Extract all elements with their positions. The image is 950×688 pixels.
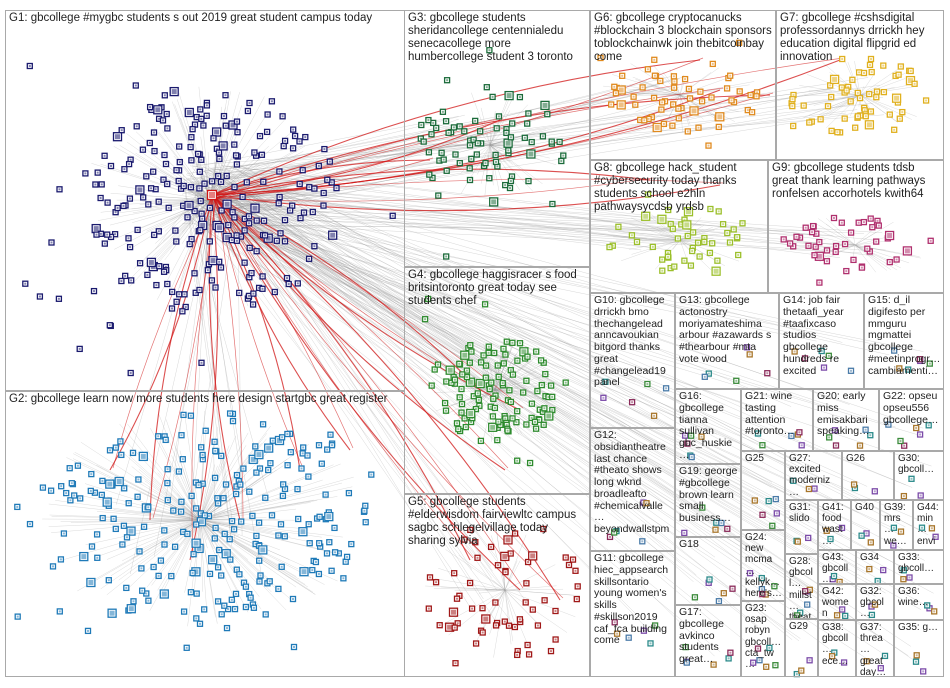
group-box-g31: G31: slido [785,500,818,554]
group-label-g26: G26 [846,453,891,464]
group-label-g23: G23: osap robyn gbcoll… cta_tw… [745,603,782,670]
group-label-g14: G14: job fair thetaafi_year #taafixcaso … [783,295,861,377]
group-label-g32: G32: gbcol… ckal… [860,586,891,620]
group-box-g42: G42: women dyk… [818,584,856,620]
group-label-g8: G8: gbcollege hack_student #cybersecurit… [594,162,765,214]
group-label-g41: G41: food wast… [822,502,848,547]
group-box-g10: G10: gbcollege drrickh bmo thechangelead… [590,293,675,428]
group-box-g11: G11: gbcollege hiec_appsearch skillsonta… [590,551,675,677]
group-box-g36: G36: wine… [894,584,944,620]
group-label-g6: G6: gbcollege cryptocanucks #blockchain … [594,12,773,64]
group-box-g12: G12: obsidiantheatre last chance #theato… [590,428,675,551]
group-box-g34: G34 [856,550,894,584]
group-box-g35: G35: g… [894,620,944,677]
group-box-g3: G3: gbcollege students sheridancollege c… [404,10,590,267]
group-box-g2: G2: gbcollege learn now more students he… [5,391,405,677]
group-box-g18: G18 [675,537,741,605]
group-box-g22: G22: opseu opseu556 gbcollege… [879,389,944,451]
group-box-g40: G40 [851,500,880,550]
group-label-g1: G1: gbcollege #mygbc students s out 2019… [9,12,402,25]
group-label-g21: G21: wine tasting attention #toronto… [745,391,810,438]
group-label-g11: G11: gbcollege hiec_appsearch skillsonta… [594,553,672,647]
group-label-g25: G25 [745,453,782,464]
group-box-g30: G30: gbcoll… [894,451,944,500]
group-box-g14: G14: job fair thetaafi_year #taafixcaso … [779,293,864,389]
group-label-g42: G42: women dyk… [822,586,853,620]
group-label-g37: G37: threa… great day… [860,622,891,677]
group-box-g20: G20: early miss emisakbari speaking… [813,389,879,451]
group-box-g38: G38: gbcoll… ece… [818,620,856,677]
group-box-g7: G7: gbcollege #cshsdigital professordann… [776,10,944,160]
group-box-g8: G8: gbcollege hack_student #cybersecurit… [590,160,768,293]
group-box-g5: G5: gbcollege students #elderwisdom fair… [404,494,590,677]
group-label-g31: G31: slido [789,502,815,524]
group-label-g29: G29 [789,621,815,632]
group-label-g7: G7: gbcollege #cshsdigital professordann… [780,12,941,64]
group-box-g37: G37: threa… great day… [856,620,894,677]
group-label-g5: G5: gbcollege students #elderwisdom fair… [408,496,587,548]
group-box-g32: G32: gbcol… ckal… [856,584,894,620]
group-label-g33: G33: gbcoll… [898,552,941,574]
group-box-g4: G4: gbcollege haggisracer s food britsin… [404,267,590,494]
group-box-g43: G43: gbcoll… viulibr… [818,550,856,584]
group-label-g38: G38: gbcoll… ece… [822,622,853,667]
group-box-g23: G23: osap robyn gbcoll… cta_tw… [741,601,785,677]
group-box-g28: G28: gbcoll… millst… theat… [785,554,818,619]
group-label-g3: G3: gbcollege students sheridancollege c… [408,12,587,64]
group-label-g30: G30: gbcoll… [898,453,941,475]
group-box-g25: G25 [741,451,785,530]
group-label-g20: G20: early miss emisakbari speaking… [817,391,876,438]
group-label-g9: G9: gbcollege students tdsb great thank … [772,162,941,201]
group-box-g29: G29 [785,619,818,677]
group-label-g2: G2: gbcollege learn now more students he… [9,393,402,406]
group-label-g17: G17: gbcollege avkinco students great… [679,607,738,666]
group-box-g27: G27: excited moderniz… [785,451,842,500]
group-label-g44: G44: min… envi… [917,502,941,550]
group-box-g9: G9: gbcollege students tdsb great thank … [768,160,944,293]
group-label-g35: G35: g… [898,622,941,633]
group-box-g41: G41: food wast… [818,500,851,550]
group-label-g13: G13: gbcollege actonostry moriyamateshim… [679,295,776,366]
group-box-g26: G26 [842,451,894,500]
group-box-g13: G13: gbcollege actonostry moriyamateshim… [675,293,779,389]
group-label-g24: G24: new mcma… kellyk… here's… [745,532,782,599]
group-box-g24: G24: new mcma… kellyk… here's… [741,530,785,601]
group-label-g10: G10: gbcollege drrickh bmo thechangelead… [594,295,672,389]
group-label-g22: G22: opseu opseu556 gbcollege… [883,391,941,426]
group-label-g43: G43: gbcoll… viulibr… [822,552,853,584]
group-label-g36: G36: wine… [898,586,941,608]
group-box-g6: G6: gbcollege cryptocanucks #blockchain … [590,10,776,160]
group-box-g39: G39: mrs… we… [880,500,913,550]
group-box-g1: G1: gbcollege #mygbc students s out 2019… [5,10,405,391]
group-box-g17: G17: gbcollege avkinco students great… [675,605,741,677]
group-label-g12: G12: obsidiantheatre last chance #theato… [594,430,672,536]
group-box-g15: G15: d_il digifesto per mmguru mgmattei … [864,293,944,389]
group-label-g16: G16: gbcollege tianna sullivan gbc_huski… [679,391,738,462]
group-label-g40: G40 [855,502,877,513]
group-label-g39: G39: mrs… we… [884,502,910,547]
group-label-g19: G19: george #gbcollege brown learn small… [679,466,738,525]
group-box-g19: G19: george #gbcollege brown learn small… [675,464,741,537]
group-box-g44: G44: min… envi… [913,500,944,550]
group-box-g33: G33: gbcoll… [894,550,944,584]
group-label-g4: G4: gbcollege haggisracer s food britsin… [408,269,587,308]
group-label-g27: G27: excited moderniz… [789,453,839,498]
group-label-g34: G34 [860,552,891,563]
group-label-g18: G18 [679,539,738,551]
group-label-g28: G28: gbcoll… millst… theat… [789,556,815,619]
group-label-g15: G15: d_il digifesto per mmguru mgmattei … [868,295,941,377]
group-box-g21: G21: wine tasting attention #toronto… [741,389,813,451]
group-box-g16: G16: gbcollege tianna sullivan gbc_huski… [675,389,741,464]
